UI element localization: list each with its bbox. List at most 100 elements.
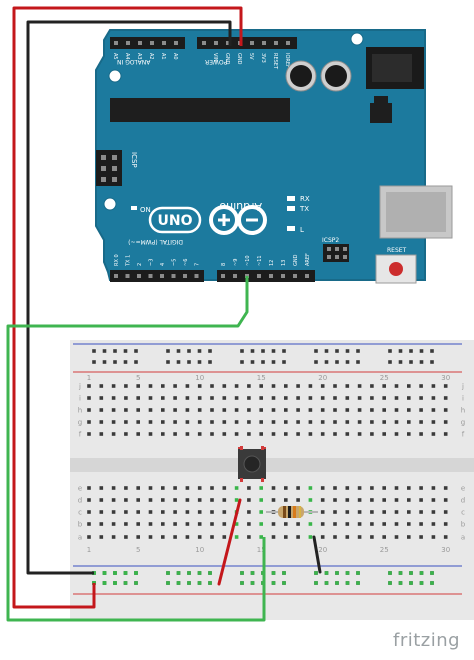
breadboard-hole[interactable]	[247, 522, 251, 526]
breadboard-hole[interactable]	[148, 384, 153, 388]
breadboard-hole[interactable]	[356, 349, 360, 353]
breadboard-hole[interactable]	[234, 498, 239, 502]
breadboard-hole[interactable]	[370, 498, 374, 502]
breadboard-hole[interactable]	[357, 486, 362, 490]
header-pin[interactable]	[305, 274, 309, 278]
breadboard-hole[interactable]	[161, 408, 165, 412]
breadboard-hole[interactable]	[320, 432, 325, 436]
breadboard-hole[interactable]	[161, 522, 165, 526]
breadboard-hole[interactable]	[320, 384, 325, 388]
breadboard-hole[interactable]	[173, 498, 177, 502]
breadboard-hole[interactable]	[173, 432, 177, 436]
breadboard-hole[interactable]	[314, 360, 318, 364]
breadboard-hole[interactable]	[123, 360, 128, 364]
breadboard-hole[interactable]	[124, 432, 128, 436]
breadboard-hole[interactable]	[185, 432, 190, 436]
breadboard-hole[interactable]	[431, 510, 436, 514]
breadboard-hole[interactable]	[345, 349, 350, 353]
breadboard-hole[interactable]	[161, 486, 165, 490]
breadboard-hole[interactable]	[345, 408, 350, 412]
breadboard-hole[interactable]	[87, 384, 91, 388]
breadboard-hole[interactable]	[430, 581, 434, 585]
breadboard-hole[interactable]	[197, 349, 202, 353]
breadboard-hole[interactable]	[173, 510, 177, 514]
breadboard-hole[interactable]	[271, 408, 276, 412]
breadboard-hole[interactable]	[382, 535, 386, 539]
breadboard-hole[interactable]	[197, 498, 202, 502]
resistor-to-gnd-jumper[interactable]	[312, 535, 322, 574]
breadboard-hole[interactable]	[431, 432, 436, 436]
breadboard-hole[interactable]	[282, 581, 286, 585]
breadboard-hole[interactable]	[250, 360, 255, 364]
breadboard-hole[interactable]	[173, 384, 177, 388]
breadboard-hole[interactable]	[443, 522, 448, 526]
breadboard-hole[interactable]	[111, 522, 116, 526]
breadboard-hole[interactable]	[394, 420, 399, 424]
header-pin[interactable]	[171, 274, 176, 278]
breadboard-hole[interactable]	[333, 420, 337, 424]
breadboard-hole[interactable]	[419, 408, 423, 412]
breadboard-hole[interactable]	[409, 360, 413, 364]
breadboard-hole[interactable]	[113, 360, 117, 364]
breadboard-hole[interactable]	[234, 535, 239, 539]
breadboard-hole[interactable]	[370, 408, 374, 412]
breadboard-hole[interactable]	[102, 581, 107, 585]
breadboard-hole[interactable]	[407, 486, 411, 490]
breadboard-hole[interactable]	[419, 384, 423, 388]
breadboard-hole[interactable]	[259, 420, 263, 424]
breadboard-hole[interactable]	[185, 396, 190, 400]
breadboard-hole[interactable]	[210, 498, 214, 502]
breadboard-hole[interactable]	[431, 535, 436, 539]
breadboard-hole[interactable]	[99, 486, 104, 490]
header-pin[interactable]	[137, 274, 141, 278]
breadboard-hole[interactable]	[197, 486, 202, 490]
breadboard-hole[interactable]	[247, 384, 251, 388]
breadboard-hole[interactable]	[284, 396, 288, 400]
breadboard-hole[interactable]	[431, 420, 436, 424]
breadboard-hole[interactable]	[234, 486, 239, 490]
breadboard-hole[interactable]	[333, 510, 337, 514]
breadboard-hole[interactable]	[419, 510, 423, 514]
breadboard-hole[interactable]	[443, 384, 448, 388]
breadboard-hole[interactable]	[148, 522, 153, 526]
breadboard-hole[interactable]	[308, 535, 313, 539]
breadboard-hole[interactable]	[394, 498, 399, 502]
breadboard-hole[interactable]	[282, 571, 286, 575]
breadboard-hole[interactable]	[185, 420, 190, 424]
breadboard-hole[interactable]	[111, 486, 116, 490]
breadboard-hole[interactable]	[124, 522, 128, 526]
breadboard-hole[interactable]	[345, 581, 350, 585]
breadboard-hole[interactable]	[111, 535, 116, 539]
header-pin[interactable]	[274, 41, 278, 45]
breadboard-hole[interactable]	[345, 384, 350, 388]
breadboard-hole[interactable]	[443, 396, 448, 400]
header-pin[interactable]	[293, 274, 297, 278]
breadboard-hole[interactable]	[271, 535, 276, 539]
breadboard-hole[interactable]	[99, 396, 104, 400]
breadboard-hole[interactable]	[296, 522, 300, 526]
breadboard-hole[interactable]	[333, 535, 337, 539]
breadboard-hole[interactable]	[333, 522, 337, 526]
breadboard-hole[interactable]	[102, 349, 107, 353]
breadboard-hole[interactable]	[197, 535, 202, 539]
breadboard-hole[interactable]	[185, 384, 190, 388]
breadboard-hole[interactable]	[271, 498, 276, 502]
breadboard-hole[interactable]	[161, 535, 165, 539]
breadboard-hole[interactable]	[443, 408, 448, 412]
breadboard-hole[interactable]	[111, 432, 116, 436]
breadboard-hole[interactable]	[250, 571, 255, 575]
breadboard-hole[interactable]	[443, 498, 448, 502]
breadboard-hole[interactable]	[134, 571, 138, 575]
breadboard-hole[interactable]	[271, 396, 276, 400]
breadboard-hole[interactable]	[284, 384, 288, 388]
breadboard-hole[interactable]	[357, 432, 362, 436]
breadboard-hole[interactable]	[443, 486, 448, 490]
breadboard-hole[interactable]	[148, 486, 153, 490]
breadboard-hole[interactable]	[136, 498, 140, 502]
breadboard-hole[interactable]	[247, 432, 251, 436]
breadboard-hole[interactable]	[197, 510, 202, 514]
breadboard-hole[interactable]	[136, 432, 140, 436]
breadboard-hole[interactable]	[284, 486, 288, 490]
breadboard-hole[interactable]	[124, 498, 128, 502]
breadboard-hole[interactable]	[210, 420, 214, 424]
